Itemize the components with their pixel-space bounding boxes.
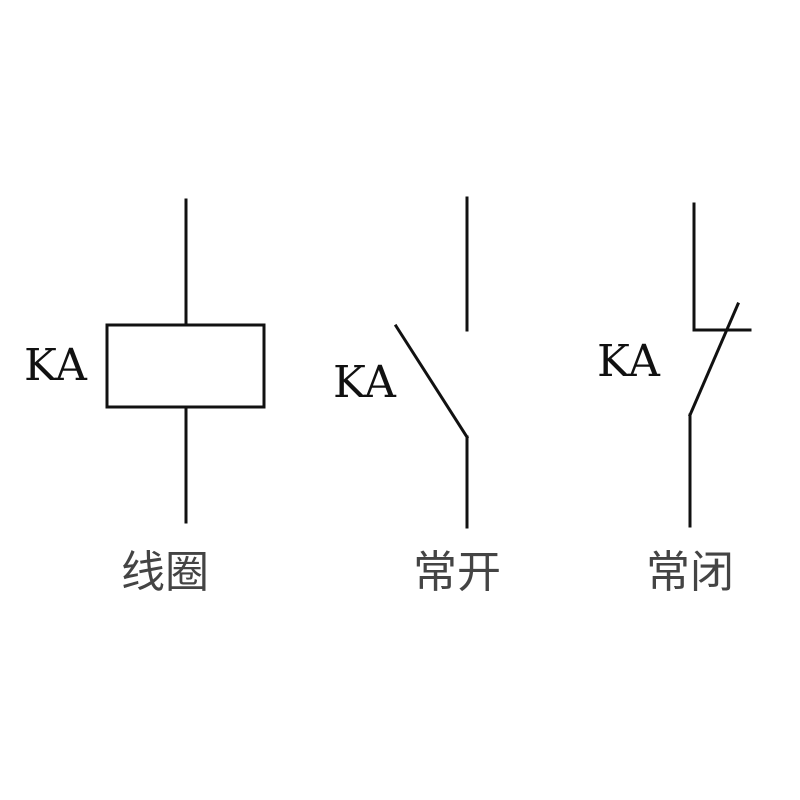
nc-contact-caption: 常闭 <box>646 547 734 598</box>
no-contact-blade <box>393 323 470 440</box>
coil-caption: 线圈 <box>121 547 209 598</box>
no-contact-caption: 常开 <box>413 547 501 598</box>
coil-symbol: KA 线圈 <box>24 198 266 598</box>
normally-closed-contact-symbol: KA 常闭 <box>597 202 752 598</box>
coil-body <box>105 323 266 409</box>
nc-contact-blade <box>688 302 740 417</box>
no-contact-tag: KA <box>333 357 397 408</box>
normally-open-contact-symbol: KA 常开 <box>333 196 501 598</box>
nc-contact-tag: KA <box>597 336 661 387</box>
coil-tag: KA <box>24 340 88 391</box>
